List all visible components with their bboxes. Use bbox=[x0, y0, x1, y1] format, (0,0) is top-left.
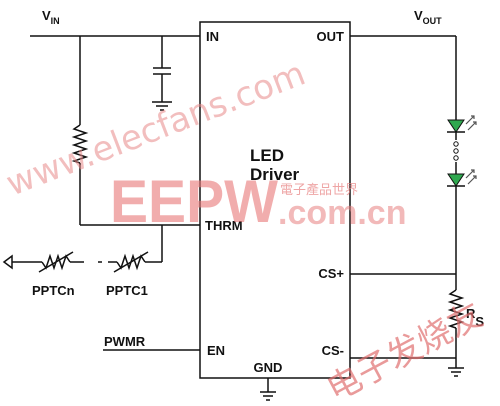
vin-label-main: V bbox=[42, 8, 51, 23]
series-dot bbox=[453, 148, 459, 154]
pin-out: OUT bbox=[317, 29, 345, 44]
pin-cs-plus: CS+ bbox=[318, 266, 344, 281]
led-1 bbox=[447, 115, 477, 133]
pptc-chain bbox=[2, 225, 163, 273]
eepw-logo-watermark: EEPW bbox=[110, 168, 278, 235]
thermistor-resistor bbox=[71, 124, 89, 164]
pin-cs-minus: CS- bbox=[322, 343, 344, 358]
chip-title-driver: Driver bbox=[250, 165, 300, 184]
led-2 bbox=[447, 169, 477, 187]
vout-label-main: V bbox=[414, 8, 423, 23]
pptc1-label: PPTC1 bbox=[106, 283, 148, 298]
vout-label-sub: OUT bbox=[423, 16, 443, 26]
rs-label-sub: S bbox=[475, 314, 484, 329]
pin-en: EN bbox=[207, 343, 225, 358]
eepw-domain-watermark: .com.cn bbox=[278, 194, 406, 232]
sense-resistor bbox=[447, 289, 465, 329]
series-dot bbox=[453, 141, 459, 147]
series-dot bbox=[453, 155, 459, 161]
vin-label: VIN bbox=[42, 8, 60, 26]
input-capacitor bbox=[152, 36, 172, 111]
pptcn-label: PPTCn bbox=[32, 283, 75, 298]
vout-label: VOUT bbox=[414, 8, 442, 26]
rs-label: RS bbox=[466, 306, 484, 329]
gnd-symbol bbox=[260, 378, 276, 401]
vin-label-sub: IN bbox=[51, 16, 60, 26]
rs-label-main: R bbox=[466, 306, 476, 321]
pwmr-label: PWMR bbox=[104, 334, 146, 349]
driver-chip-body bbox=[199, 21, 351, 379]
rs-gnd-symbol bbox=[448, 358, 464, 377]
vin-net bbox=[30, 35, 200, 226]
pin-thrm: THRM bbox=[205, 218, 243, 233]
vout-net bbox=[350, 35, 457, 359]
pin-in: IN bbox=[206, 29, 219, 44]
pin-gnd: GND bbox=[254, 360, 283, 375]
eepw-cn-watermark: 電子產品世界 bbox=[280, 182, 358, 198]
chip-title-led: LED bbox=[250, 146, 284, 165]
